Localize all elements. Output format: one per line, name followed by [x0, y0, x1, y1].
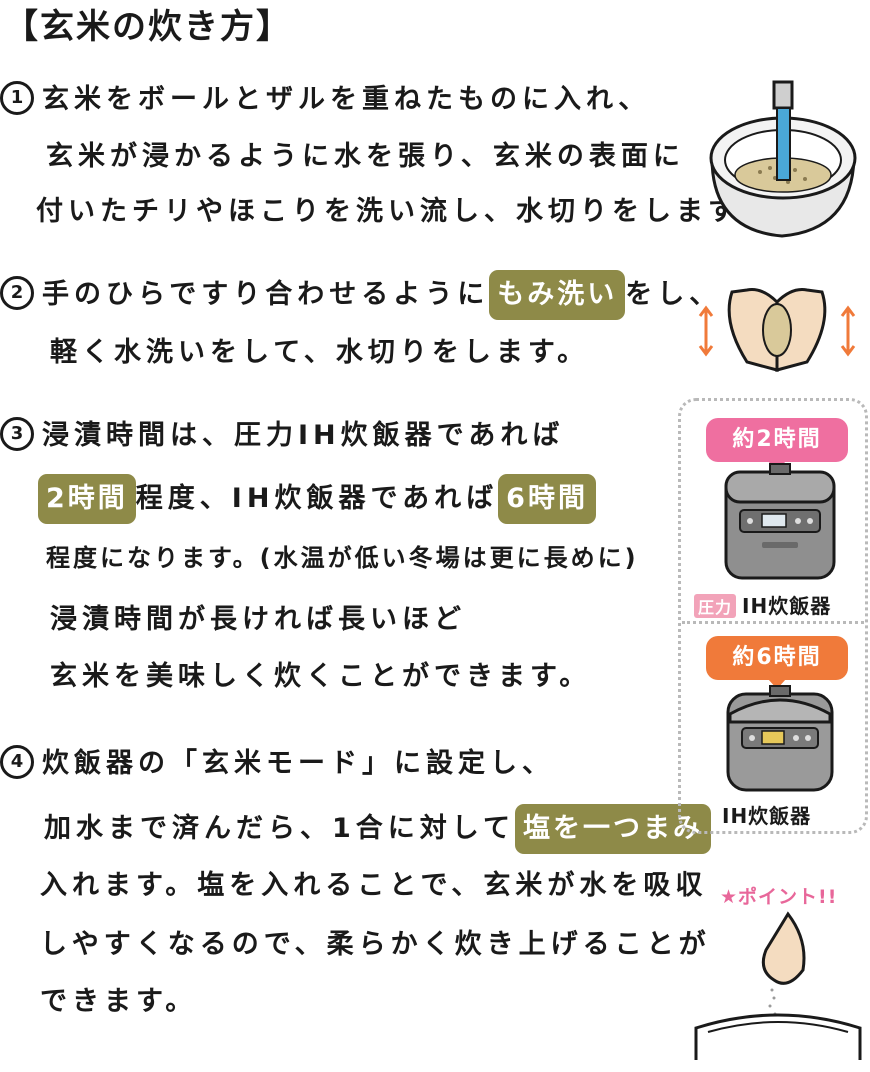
ih-cooker-icon: [726, 685, 834, 792]
box-divider: [682, 621, 864, 624]
step1-line1: 1 玄米をボールとザルを重ねたものに入れ、: [0, 80, 650, 120]
salt-pinch-illustration: [694, 911, 862, 1060]
step-number-3: 3: [0, 416, 34, 451]
step4-line3: 入れます。塩を入れることで、玄米が水を吸収: [40, 870, 708, 901]
step3-line3: 程度になります。(水温が低い冬場は更に長めに): [46, 544, 639, 572]
point-label: ★ポイント!!: [720, 886, 838, 908]
step2-text-post: をし、: [625, 279, 722, 310]
caption-pressure-ih-text: IH炊飯器: [742, 594, 832, 618]
step3-line1: 3 浸漬時間は、圧力IH炊飯器であれば: [0, 416, 564, 456]
pressure-ih-cooker-icon: [724, 463, 836, 580]
step3-text-1: 浸漬時間は、圧力IH炊飯器であれば: [42, 420, 565, 451]
step3-line4: 浸漬時間が長ければ長いほど: [50, 604, 466, 635]
badge-6hours-label: 約6時間: [732, 645, 822, 670]
step-number-4: 4: [0, 744, 34, 779]
highlight-momiarai: もみ洗い: [489, 270, 626, 320]
hands-washing-illustration: [698, 288, 856, 372]
step3-text-mid: 程度、IH炊飯器であれば: [135, 483, 499, 514]
step2-line1: 2 手のひらですり合わせるようにもみ洗いをし、: [0, 270, 721, 320]
step-number-2: 2: [0, 275, 34, 310]
step4-line1: 4 炊飯器の「玄米モード」に設定し、: [0, 744, 554, 784]
step2-line2: 軽く水洗いをして、水切りをします。: [50, 337, 590, 368]
step4-line4: しやすくなるので、柔らかく炊き上げることが: [40, 929, 711, 960]
step4-line2: 加水まで済んだら、1合に対して塩を一つまみ: [44, 804, 711, 854]
bowl-colander-illustration: [709, 80, 857, 238]
badge-2hours: 約2時間: [706, 418, 848, 471]
pressure-tag: 圧力: [694, 594, 737, 618]
page-title: 【玄米の炊き方】: [4, 7, 292, 47]
step4-text-pre: 加水まで済んだら、1合に対して: [44, 813, 515, 844]
badge-2hours-label: 約2時間: [732, 427, 822, 452]
caption-ih: IH炊飯器: [722, 804, 812, 828]
badge-6hours: 約6時間: [706, 636, 848, 689]
step4-line5: できます。: [40, 986, 198, 1017]
step3-line5: 玄米を美味しく炊くことができます。: [50, 661, 592, 692]
step1-text-1: 玄米をボールとザルを重ねたものに入れ、: [42, 84, 651, 115]
step1-line3: 付いたチリやほこりを洗い流し、水切りをします。: [36, 196, 770, 227]
highlight-6hours: 6時間: [498, 474, 596, 524]
cooker-comparison-box: [678, 398, 868, 834]
step2-text-pre: 手のひらですり合わせるように: [42, 279, 490, 310]
step4-text-1: 炊飯器の「玄米モード」に設定し、: [42, 748, 554, 779]
step-number-1: 1: [0, 80, 34, 115]
badge-tail: [768, 679, 786, 689]
highlight-2hours: 2時間: [38, 474, 136, 524]
step1-line2: 玄米が浸かるように水を張り、玄米の表面に: [46, 141, 685, 172]
